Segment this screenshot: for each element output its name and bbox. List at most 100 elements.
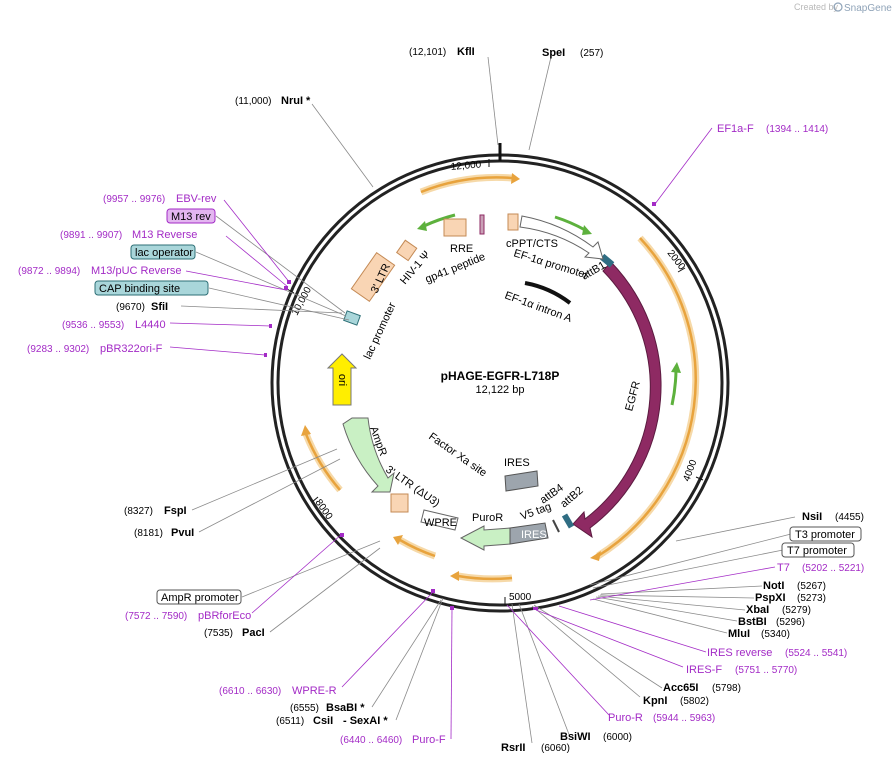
lac-feature-stack	[343, 310, 361, 326]
primer-pbrforeco-name: pBRforEco	[198, 610, 251, 622]
enzyme-kfli-pos: (12,101)	[409, 47, 446, 58]
leader-ampr-promoter	[241, 540, 381, 598]
cap-binding-site-label: CAP binding site	[99, 283, 180, 295]
factor-xa-label: Factor Xa site	[426, 431, 488, 480]
primer-ef1a-f-pos: (1394 .. 1414)	[766, 124, 828, 135]
orf-arc-lower-left-core	[399, 538, 436, 558]
leader-noti	[600, 585, 763, 595]
cap-binding-site-box	[94, 280, 209, 296]
ampr-promoter-label: AmpR promoter	[161, 592, 239, 604]
orf-arc-left-core	[304, 433, 341, 491]
leader-ebv-rev	[223, 199, 291, 284]
enzyme-sfii-name: SfiI	[151, 301, 168, 313]
ltr3-box	[350, 251, 396, 303]
primer-tick-wpre-r	[431, 589, 435, 593]
boxed-labels: M13 rev lac operator CAP binding site Am…	[94, 208, 862, 605]
leader-puro-r	[506, 604, 610, 716]
enzyme-labels: (12,101) KflI SpeI (257) (11,000) NruI *…	[116, 46, 864, 754]
leader-puro-f	[450, 608, 453, 740]
t3-promoter-box	[789, 526, 862, 542]
enzyme-fspi-name: FspI	[164, 505, 187, 517]
leader-m13-puc-reverse	[185, 270, 287, 291]
primer-wpre-r-name: WPRE-R	[292, 685, 337, 697]
lac-operator-label: lac operator	[135, 247, 193, 259]
tick-5000: 5000	[509, 592, 532, 603]
primer-pbr322ori-f-pos: (9283 .. 9302)	[27, 344, 89, 355]
leader-nsii	[675, 516, 796, 542]
enzyme-xbai-pos: (5279)	[782, 605, 811, 616]
enzyme-sexai-name: - SexAI *	[343, 715, 388, 727]
leader-ef1a-f	[654, 127, 713, 205]
enzyme-paci-name: PacI	[242, 627, 265, 639]
ltr3-small-box	[395, 239, 418, 262]
primer-pbrforeco-pos: (7572 .. 7590)	[125, 611, 187, 622]
leader-t3-promoter	[589, 533, 792, 586]
enzyme-spei-pos: (257)	[580, 48, 603, 59]
tick-2000-mark	[677, 267, 686, 273]
enzyme-pspxi-name: PspXI	[755, 592, 786, 604]
orf-arc-bottom-core	[457, 574, 513, 581]
orf-arc-right-head	[590, 551, 601, 561]
tick-8000-mark	[311, 496, 319, 503]
leader-kpni	[531, 605, 641, 698]
ampr-arrow	[342, 417, 395, 493]
rre-label: RRE	[450, 243, 473, 255]
primer-m13-puc-reverse-name: M13/pUC Reverse	[91, 265, 181, 277]
tick-10000-mark	[286, 288, 295, 294]
leader-bsiwi	[518, 603, 571, 738]
enzyme-bsabi-name: BsaBI *	[326, 702, 365, 714]
cppt-box	[507, 213, 519, 231]
primer-t7-name: T7	[777, 562, 790, 574]
enzyme-spei-name: SpeI	[542, 47, 565, 59]
primer-tick-ebv-rev	[287, 280, 291, 284]
enzyme-kpni-name: KpnI	[643, 695, 667, 707]
primer-m13-reverse-name: M13 Reverse	[132, 229, 197, 241]
enzyme-csii-name: CsiI	[313, 715, 333, 727]
cppt-label: cPPT/CTS	[506, 238, 558, 250]
t3-promoter-label: T3 promoter	[795, 529, 855, 541]
orf-arc-lower-left-head	[393, 535, 403, 545]
ires-box-label: IRES	[521, 529, 547, 541]
ori-label: ori	[336, 374, 348, 386]
enzyme-paci-pos: (7535)	[204, 628, 233, 639]
egfr-label: EGFR	[623, 380, 643, 413]
gp41-peptide-label: gp41 peptide	[424, 251, 487, 286]
leader-nrui	[311, 103, 374, 188]
enzyme-rsrii-name: RsrII	[501, 742, 525, 754]
primer-ires-f-name: IRES-F	[686, 664, 722, 676]
enzyme-xbai-name: XbaI	[746, 604, 769, 616]
primer-tick-puro-f	[450, 606, 454, 610]
leader-pbr322ori-f	[169, 346, 266, 356]
primer-labels: EF1a-F (1394 .. 1414) (9957 .. 9976) EBV…	[18, 123, 864, 746]
tick-12000: 12,000	[450, 159, 482, 173]
orf-arc-bottom-head	[450, 571, 459, 581]
enzyme-pvui-pos: (8181)	[134, 528, 163, 539]
enzyme-rsrii-pos: (6060)	[541, 743, 570, 754]
t7-promoter-box	[781, 542, 855, 558]
leader-spei	[528, 56, 552, 151]
primer-m13-puc-reverse-pos: (9872 .. 9894)	[18, 266, 80, 277]
leader-l4440	[169, 322, 272, 327]
primer-tick-l4440	[269, 324, 272, 328]
puror-label: PuroR	[472, 512, 503, 524]
m13-rev-label: M13 rev	[171, 211, 211, 223]
ires-center-box	[504, 470, 539, 492]
enzyme-acc65i-name: Acc65I	[663, 682, 698, 694]
m13-rev-box	[166, 208, 216, 224]
leader-mlui	[592, 598, 728, 634]
leader-xbai	[597, 595, 746, 611]
primer-ebv-rev-pos: (9957 .. 9976)	[103, 194, 165, 205]
rre-box	[443, 218, 467, 237]
enzyme-nrui-pos: (11,000)	[235, 96, 272, 107]
leader-pbrforeco	[251, 533, 343, 614]
attb4-site	[552, 519, 560, 533]
primer-puro-r-name: Puro-R	[608, 712, 643, 724]
primer-tick-m13-reverse	[284, 286, 288, 290]
wpre-label: WPRE	[424, 517, 457, 529]
puror-arrow	[459, 525, 511, 551]
leader-t7	[589, 566, 776, 601]
enzyme-nrui-name: NruI *	[281, 95, 311, 107]
leader-ires-f	[535, 609, 684, 668]
attb1-label: attB1	[580, 259, 608, 282]
lac-operator-box	[130, 244, 196, 260]
